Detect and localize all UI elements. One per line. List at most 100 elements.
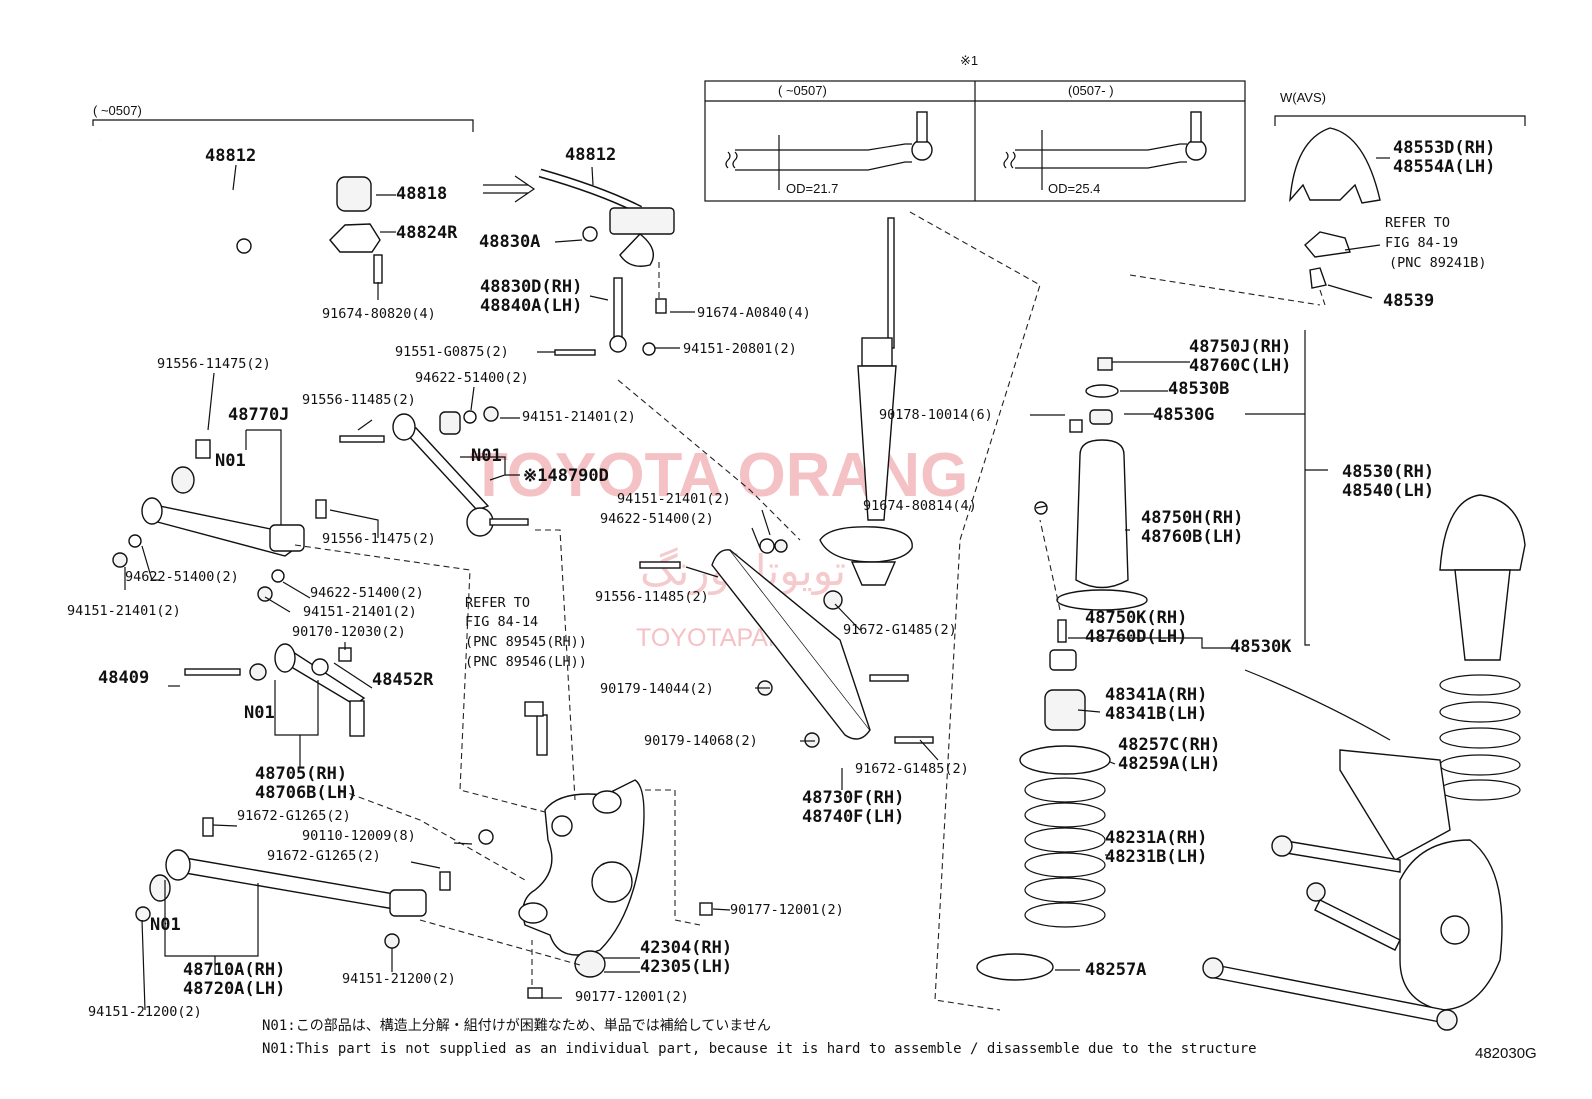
- part-48341b: 48341B(LH): [1105, 704, 1207, 724]
- part-94622-51400-d: 94622-51400(2): [600, 511, 714, 527]
- part-94151-21401-b: 94151-21401(2): [67, 603, 181, 619]
- refer-line-3: (PNC 89545(RH)): [465, 634, 587, 650]
- part-labels: 48812 48818 48824R 91674-80820(4) 48812 …: [67, 138, 1495, 1020]
- ref-marker: ※1: [960, 53, 978, 68]
- part-48257a: 48257A: [1085, 960, 1146, 980]
- part-91556-11485-b: 91556-11485(2): [595, 589, 709, 605]
- part-48710a: 48710A(RH): [183, 960, 285, 980]
- note-n01-b: N01: [471, 446, 502, 466]
- part-91556-11475-b: 91556-11475(2): [322, 531, 436, 547]
- part-48840a: 48840A(LH): [480, 296, 582, 316]
- od-inset-box: ( ~0507) (0507- ) ※1 OD=21.7 OD=25.4: [704, 53, 1246, 202]
- inset-col1-range: ( ~0507): [778, 83, 827, 98]
- shock-absorber-shapes: [617, 211, 1321, 1011]
- part-48790d: ※148790D: [523, 466, 609, 486]
- part-48530g: 48530G: [1153, 405, 1214, 425]
- part-94622-51400-a: 94622-51400(2): [415, 370, 529, 386]
- part-48730f: 48730F(RH): [802, 788, 904, 808]
- refer-line-4: (PNC 89546(LH)): [465, 654, 587, 670]
- part-91551-g0875: 91551-G0875(2): [395, 344, 509, 360]
- part-48530b: 48530B: [1168, 379, 1229, 399]
- note-en: N01:This part is not supplied as an indi…: [262, 1041, 1257, 1057]
- part-48760d: 48760D(LH): [1085, 627, 1187, 647]
- note-jp: N01:この部品は、構造上分解・組付けが困難なため、単品では補給していません: [262, 1018, 771, 1034]
- part-48830d: 48830D(RH): [480, 277, 582, 297]
- part-91672-g1485-b: 91672-G1485(2): [855, 761, 969, 777]
- part-90179-14044: 90179-14044(2): [600, 681, 714, 697]
- part-48231a: 48231A(RH): [1105, 828, 1207, 848]
- part-48539: 48539: [1383, 291, 1434, 311]
- part-48824r: 48824R: [396, 223, 458, 243]
- part-94151-20801: 94151-20801(2): [683, 341, 797, 357]
- refer2-line-2: FIG 84-19: [1385, 235, 1458, 251]
- refer-line-2: FIG 84-14: [465, 614, 538, 630]
- inset-od1: OD=21.7: [786, 181, 838, 196]
- part-48770j: 48770J: [228, 405, 289, 425]
- part-48818: 48818: [396, 184, 447, 204]
- part-48750h: 48750H(RH): [1141, 508, 1243, 528]
- inset-col2-range: (0507- ): [1068, 83, 1114, 98]
- footer-notes: N01:この部品は、構造上分解・組付けが困難なため、単品では補給していません N…: [262, 1018, 1537, 1062]
- part-94151-21401-c: 94151-21401(2): [303, 604, 417, 620]
- diagram-code: 482030G: [1475, 1045, 1537, 1062]
- part-91556-11485-a: 91556-11485(2): [302, 392, 416, 408]
- part-48760b: 48760B(LH): [1141, 527, 1243, 547]
- part-48705: 48705(RH): [255, 764, 347, 784]
- part-48812-right: 48812: [565, 145, 616, 165]
- part-48341a: 48341A(RH): [1105, 685, 1207, 705]
- part-48259a: 48259A(LH): [1118, 754, 1220, 774]
- part-48812-left: 48812: [205, 146, 256, 166]
- part-94151-21200-a: 94151-21200(2): [342, 971, 456, 987]
- part-48257c: 48257C(RH): [1118, 735, 1220, 755]
- part-48760c: 48760C(LH): [1189, 356, 1291, 376]
- part-90177-12001-a: 90177-12001(2): [730, 902, 844, 918]
- part-48540: 48540(LH): [1342, 481, 1434, 501]
- w-avs-label: W(AVS): [1280, 90, 1326, 105]
- part-48553d: 48553D(RH): [1393, 138, 1495, 158]
- part-91672-g1485-a: 91672-G1485(2): [843, 622, 957, 638]
- refer2-line-1: REFER TO: [1385, 215, 1450, 231]
- part-90110-12009: 90110-12009(8): [302, 828, 416, 844]
- rear-arms-shapes: [112, 406, 934, 999]
- refer2-line-3: (PNC 89241B): [1389, 255, 1487, 271]
- part-94622-51400-c: 94622-51400(2): [310, 585, 424, 601]
- part-90170-12030: 90170-12030(2): [292, 624, 406, 640]
- stab-range-label: ( ~0507): [93, 103, 142, 118]
- note-n01-c: N01: [244, 703, 275, 723]
- part-91556-11475-a: 91556-11475(2): [157, 356, 271, 372]
- part-48750j: 48750J(RH): [1189, 337, 1291, 357]
- part-91674-80820: 91674-80820(4): [322, 306, 436, 322]
- part-90179-14068: 90179-14068(2): [644, 733, 758, 749]
- part-42305: 42305(LH): [640, 957, 732, 977]
- part-48452r: 48452R: [372, 670, 434, 690]
- note-n01-d: N01: [150, 915, 181, 935]
- part-94151-21401-d: 94151-21401(2): [617, 491, 731, 507]
- part-48231b: 48231B(LH): [1105, 847, 1207, 867]
- part-94151-21200-b: 94151-21200(2): [88, 1004, 202, 1020]
- refer-line-1: REFER TO: [465, 595, 530, 611]
- part-91674-80814: 91674-80814(4): [863, 498, 977, 514]
- part-48530: 48530(RH): [1342, 462, 1434, 482]
- part-94151-21401-a: 94151-21401(2): [522, 409, 636, 425]
- assembly-illustration: [1202, 494, 1526, 1031]
- part-48750k: 48750K(RH): [1085, 608, 1187, 628]
- part-48706b: 48706B(LH): [255, 783, 357, 803]
- part-90177-12001-b: 90177-12001(2): [575, 989, 689, 1005]
- note-n01-a: N01: [215, 451, 246, 471]
- inset-od2: OD=25.4: [1048, 181, 1100, 196]
- avs-parts-shapes: W(AVS): [1274, 90, 1526, 306]
- part-48720a: 48720A(LH): [183, 979, 285, 999]
- part-94622-51400-b: 94622-51400(2): [125, 569, 239, 585]
- part-91674-a0840: 91674-A0840(4): [697, 305, 811, 321]
- part-48830a: 48830A: [479, 232, 540, 252]
- part-91672-g1265-a: 91672-G1265(2): [237, 808, 351, 824]
- part-42304: 42304(RH): [640, 938, 732, 958]
- part-90178-10014: 90178-10014(6): [879, 407, 993, 423]
- part-48530k: 48530K: [1230, 637, 1292, 657]
- part-48409: 48409: [98, 668, 149, 688]
- part-91672-g1265-b: 91672-G1265(2): [267, 848, 381, 864]
- leader-lines: [124, 157, 1390, 1011]
- stabilizer-bar-group: ( ~0507): [92, 103, 675, 356]
